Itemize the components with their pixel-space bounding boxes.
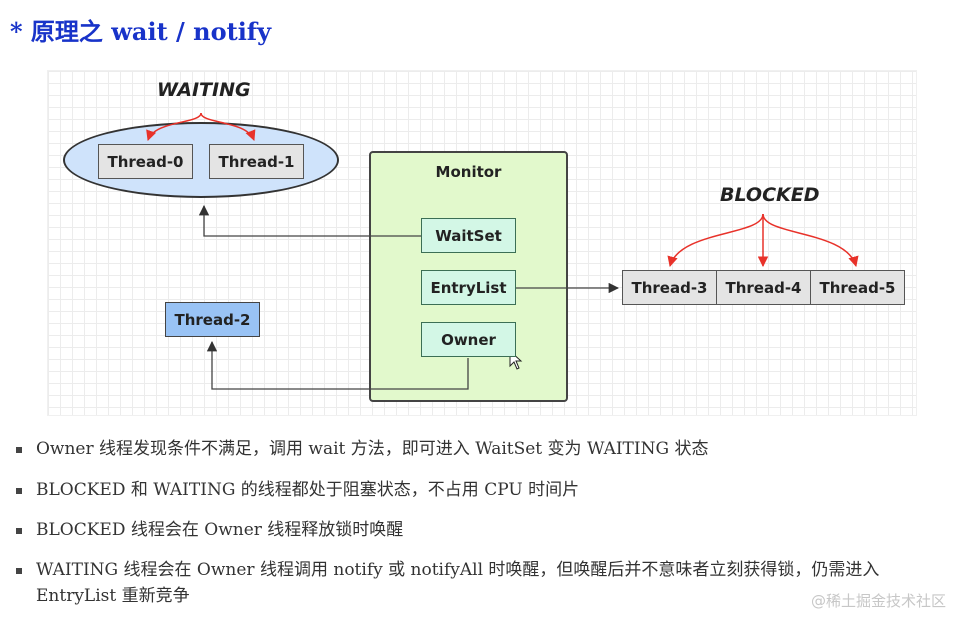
monitor-title: Monitor	[435, 163, 502, 181]
bullet-marker	[16, 488, 22, 494]
bullet-item: BLOCKED 线程会在 Owner 线程释放锁时唤醒	[16, 517, 946, 543]
owner-connector	[206, 340, 469, 390]
monitor-owner: Owner	[421, 322, 516, 357]
bullet-item: Owner 线程发现条件不满足，调用 wait 方法，即可进入 WaitSet …	[16, 436, 946, 462]
page-title: * 原理之 wait / notify	[10, 17, 272, 46]
thread-box-waiting-0: Thread-0	[98, 144, 193, 179]
watermark: @稀土掘金技术社区	[810, 592, 946, 610]
waitset-connector	[198, 204, 421, 237]
bullet-text: BLOCKED 和 WAITING 的线程都处于阻塞状态，不占用 CPU 时间片	[36, 480, 580, 500]
thread-box-blocked-3: Thread-3	[622, 270, 717, 305]
bullet-marker	[16, 568, 22, 574]
blocked-arrow-right	[762, 213, 859, 268]
bullet-item: BLOCKED 和 WAITING 的线程都处于阻塞状态，不占用 CPU 时间片	[16, 477, 946, 503]
waiting-arrow-left	[146, 112, 202, 141]
monitor-waitset: WaitSet	[421, 218, 516, 253]
waiting-arrow-right	[200, 112, 256, 141]
thread-box-blocked-5: Thread-5	[810, 270, 905, 305]
bullet-text: Owner 线程发现条件不满足，调用 wait 方法，即可进入 WaitSet …	[36, 439, 709, 459]
bullet-text: WAITING 线程会在 Owner 线程调用 notify 或 notifyA…	[36, 560, 880, 606]
waiting-label: WAITING	[157, 79, 251, 101]
bullet-marker	[16, 447, 22, 453]
bullet-marker	[16, 528, 22, 534]
owner-thread-box: Thread-2	[165, 302, 260, 337]
thread-box-blocked-4: Thread-4	[716, 270, 811, 305]
bullet-item: WAITING 线程会在 Owner 线程调用 notify 或 notifyA…	[16, 557, 946, 609]
monitor-entrylist: EntryList	[421, 270, 516, 305]
thread-box-waiting-1: Thread-1	[209, 144, 304, 179]
blocked-label: BLOCKED	[720, 184, 820, 206]
blocked-arrow-left	[667, 213, 764, 268]
bullet-text: BLOCKED 线程会在 Owner 线程释放锁时唤醒	[36, 520, 404, 540]
